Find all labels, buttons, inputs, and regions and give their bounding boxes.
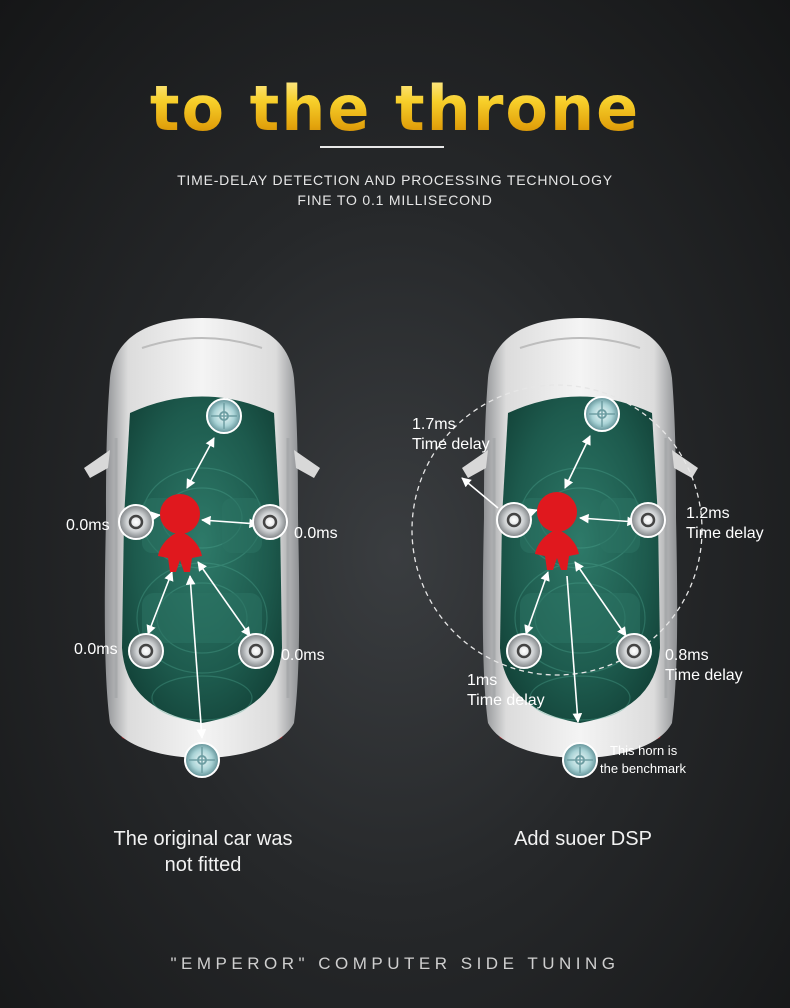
delay-text-front-left: Time delay: [412, 436, 490, 453]
speaker-front-left-icon: [118, 504, 154, 540]
tweeter-rear-icon: [184, 742, 220, 778]
left-car: 0.0ms 0.0ms 0.0ms 0.0ms: [66, 316, 338, 778]
delay-label-rear-left: 0.0ms: [74, 641, 118, 658]
benchmark-note-line-1: This horn is: [610, 743, 678, 758]
speaker-rear-right-icon: [238, 633, 274, 669]
delay-value-rear-right: 0.8ms: [665, 647, 709, 664]
delay-value-front-left: 1.7ms: [412, 416, 456, 433]
speaker-rear-left-icon: [506, 633, 542, 669]
right-car: 1.7ms Time delay 1.2ms Time delay 1ms Ti…: [411, 316, 764, 778]
speaker-front-right-icon: [630, 502, 666, 538]
speaker-rear-right-icon: [616, 633, 652, 669]
delay-label-rear-right: 0.0ms: [281, 647, 325, 664]
page-title: TO THE THRONE: [0, 72, 790, 145]
speaker-rear-left-icon: [128, 633, 164, 669]
benchmark-note-line-2: the benchmark: [600, 761, 686, 776]
right-car-caption: Add suoer DSP: [514, 828, 652, 850]
speaker-front-left-icon: [496, 502, 532, 538]
delay-value-rear-left: 1ms: [467, 672, 497, 689]
subtitle-line-2: FINE TO 0.1 MILLISECOND: [297, 192, 493, 208]
delay-label-front-left: 0.0ms: [66, 517, 110, 534]
delay-text-rear-left: Time delay: [467, 692, 545, 709]
delay-range-circle: [411, 384, 703, 676]
title-divider: [320, 146, 444, 148]
tweeter-front-icon: [584, 396, 620, 432]
subtitle-line-1: TIME-DELAY DETECTION AND PROCESSING TECH…: [177, 172, 613, 188]
left-car-caption: The original car was not fitted: [90, 826, 316, 878]
listener-icon: [535, 492, 579, 570]
delay-label-front-right: 0.0ms: [294, 525, 338, 542]
footer-tagline: "EMPEROR" COMPUTER SIDE TUNING: [170, 954, 620, 973]
listener-icon: [158, 494, 202, 572]
speaker-front-right-icon: [252, 504, 288, 540]
delay-text-rear-right: Time delay: [665, 667, 743, 684]
delay-value-front-right: 1.2ms: [686, 505, 730, 522]
left-caption-line-1: The original car was: [113, 828, 293, 850]
tweeter-front-icon: [206, 398, 242, 434]
tweeter-rear-benchmark-icon: [562, 742, 598, 778]
left-caption-line-2: not fitted: [164, 854, 242, 876]
delay-text-front-right: Time delay: [686, 525, 764, 542]
